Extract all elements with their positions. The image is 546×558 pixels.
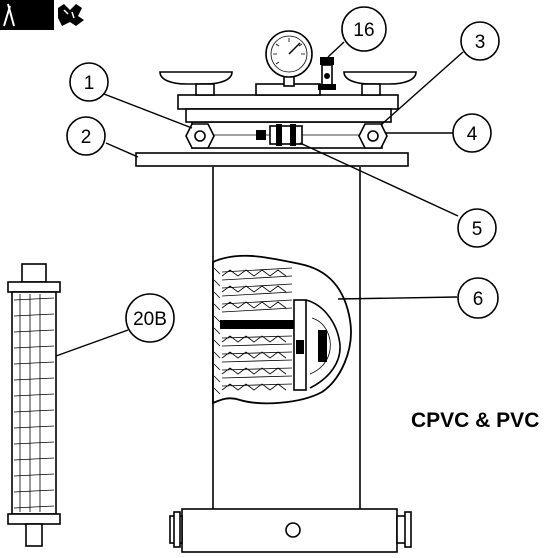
t-handle-right <box>343 71 417 96</box>
callout-16: 16 <box>341 6 387 52</box>
cutaway-cartridge <box>212 254 352 405</box>
callout-4: 4 <box>452 113 492 153</box>
pressure-gauge-icon <box>265 30 313 87</box>
material-label: CPVC & PVC <box>411 409 539 432</box>
svg-text:2: 2 <box>81 127 92 148</box>
callout-5: 5 <box>457 208 497 248</box>
vessel-body <box>169 167 412 553</box>
side-port-right <box>396 511 412 548</box>
head-assembly <box>135 30 417 167</box>
callout-6: 6 <box>457 277 499 319</box>
spare-cartridge <box>7 263 61 547</box>
side-port-left <box>169 511 183 548</box>
hex-nut-left <box>185 123 215 149</box>
svg-text:1: 1 <box>84 73 95 94</box>
leader-lines <box>55 41 464 357</box>
t-handle-left <box>159 71 233 96</box>
band-coupling <box>256 124 303 146</box>
logo-fragment <box>0 0 84 30</box>
svg-text:6: 6 <box>473 289 484 310</box>
bleed-valve-icon <box>318 57 336 90</box>
callout-1: 1 <box>69 62 109 102</box>
svg-text:16: 16 <box>353 20 374 41</box>
callout-2: 2 <box>66 116 106 156</box>
callout-20b: 20B <box>125 293 175 343</box>
callout-3: 3 <box>460 21 500 61</box>
svg-text:3: 3 <box>475 32 486 53</box>
svg-text:4: 4 <box>467 124 478 145</box>
svg-text:5: 5 <box>472 219 483 240</box>
hex-nut-right <box>358 123 388 149</box>
svg-text:20B: 20B <box>133 309 167 330</box>
